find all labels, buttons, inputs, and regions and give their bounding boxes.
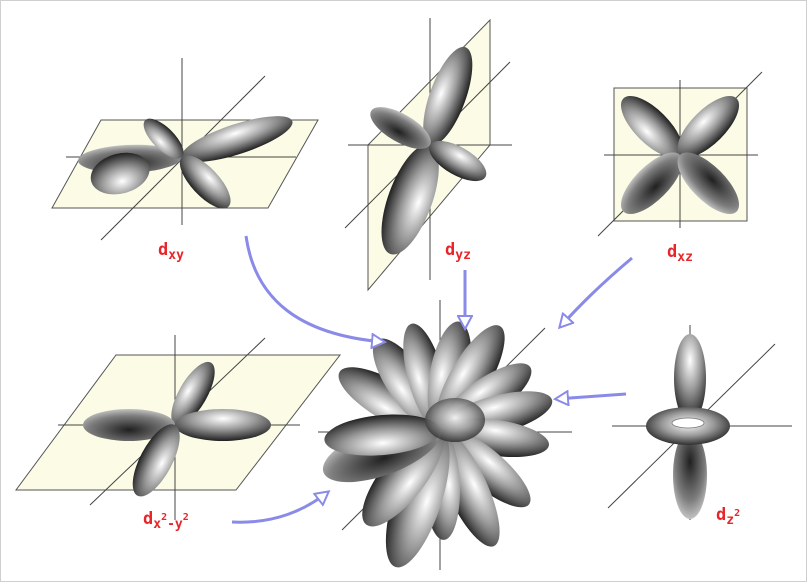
arrow-dx2y2 [231, 492, 328, 524]
dyz-lobes [370, 46, 487, 255]
arrow-dxy [244, 235, 384, 342]
dz2-orbital [607, 325, 792, 520]
label-dx2y2-sup2: 2 [182, 512, 189, 523]
label-dx2y2-dash: -y [167, 517, 183, 532]
dxy-lobes [78, 116, 293, 209]
dx2y2-lobes [83, 361, 271, 497]
label-dx2y2-main: d [143, 509, 154, 529]
label-dz2: dz2 [716, 505, 741, 528]
dz2-lobe-bottom [673, 431, 707, 519]
label-dyz: dyz [445, 240, 471, 263]
label-dyz-sub: yz [455, 248, 471, 263]
label-dz2-sup: 2 [734, 508, 741, 519]
arrow-dxz [560, 256, 633, 327]
dz2-torus-hole [671, 417, 705, 429]
label-dxz: dxz [667, 242, 693, 265]
dz2-lobe-top [674, 334, 706, 422]
label-dxy-sub: xy [168, 248, 184, 263]
label-dxy: dxy [158, 240, 184, 263]
combined-orbital [318, 300, 572, 570]
combined-lobes [322, 321, 553, 568]
label-dz2-main: d [716, 505, 727, 525]
arrows [231, 235, 633, 524]
label-dx2y2-sup1: 2 [161, 512, 168, 523]
label-dxy-main: d [158, 240, 169, 260]
dx2y2-orbital [15, 335, 342, 520]
dxz-orbital [597, 71, 763, 237]
label-dyz-main: d [445, 240, 456, 260]
label-dx2y2-sub1: x [153, 517, 162, 532]
dxy-orbital [51, 58, 319, 241]
dz2-lobes [646, 334, 730, 519]
label-dz2-sub: z [726, 513, 735, 528]
dxz-lobes [620, 95, 740, 215]
label-dxz-sub: xz [677, 250, 693, 265]
arrow-dz2 [556, 394, 627, 399]
label-dx2y2: dx2-y2 [143, 509, 189, 532]
dyz-orbital [344, 18, 512, 292]
label-dxz-main: d [667, 242, 678, 262]
